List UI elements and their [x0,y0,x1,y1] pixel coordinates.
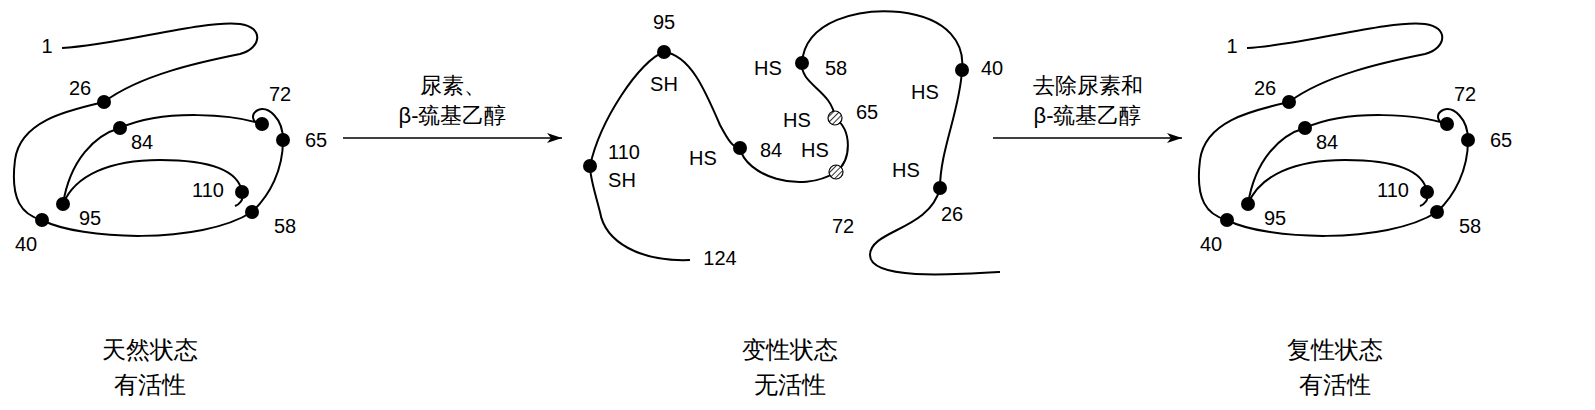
residue-label: 1 [1226,36,1237,56]
state-caption: 有活性 [1299,371,1371,400]
state-caption: 复性状态 [1287,336,1383,365]
residue-label: 84 [1316,132,1338,152]
state-caption: 天然状态 [102,336,198,365]
residue-label: 72 [269,84,291,104]
residue-label: 1 [41,36,52,56]
residue-label: SH [650,74,678,94]
residue-label: 84 [131,132,153,152]
residue-label: HS [689,148,717,168]
reaction-arrow [343,137,562,139]
residue-label: HS [754,58,782,78]
reagent-label: 尿素、 β-巯基乙醇 [380,71,525,130]
residue-label: HS [911,82,939,102]
residue-label: 95 [1264,208,1286,228]
residue-label: 40 [1200,234,1222,254]
residue-label: 65 [305,130,327,150]
residue-label: HS [783,110,811,130]
residue-label: 58 [274,216,296,236]
state-panel: 天然状态有活性 [0,0,340,410]
native-chain [14,24,290,236]
residue-label: 95 [653,12,675,32]
state-caption: 变性状态 [742,336,838,365]
residue-label: 26 [1254,78,1276,98]
residue-label: 72 [1454,84,1476,104]
residue-label: 26 [69,78,91,98]
residue-label: 40 [15,234,37,254]
reaction-arrow [993,137,1182,139]
denatured-chain [583,11,1000,274]
residue-label: 58 [1459,216,1481,236]
residue-label: 26 [941,204,963,224]
residue-label: HS [801,140,829,160]
residue-label: 72 [832,216,854,236]
residue-label: 110 [1377,180,1409,200]
residue-label: 124 [703,248,736,268]
renatured-chain [1199,24,1475,236]
residue-label: 110 [608,142,640,162]
residue-label: 95 [79,208,101,228]
residue-label: 40 [981,58,1003,78]
state-caption: 有活性 [114,371,186,400]
state-caption: 无活性 [754,371,826,400]
residue-label: HS [892,160,920,180]
residue-label: 65 [1490,130,1512,150]
residue-label: 65 [856,102,878,122]
state-panel: 复性状态有活性 [1185,0,1590,410]
residue-label: 84 [760,140,782,160]
residue-label: 58 [825,58,847,78]
residue-label: SH [608,170,636,190]
residue-label: 110 [192,180,224,200]
reagent-label: 去除尿素和 β-巯基乙醇 [1015,71,1160,130]
